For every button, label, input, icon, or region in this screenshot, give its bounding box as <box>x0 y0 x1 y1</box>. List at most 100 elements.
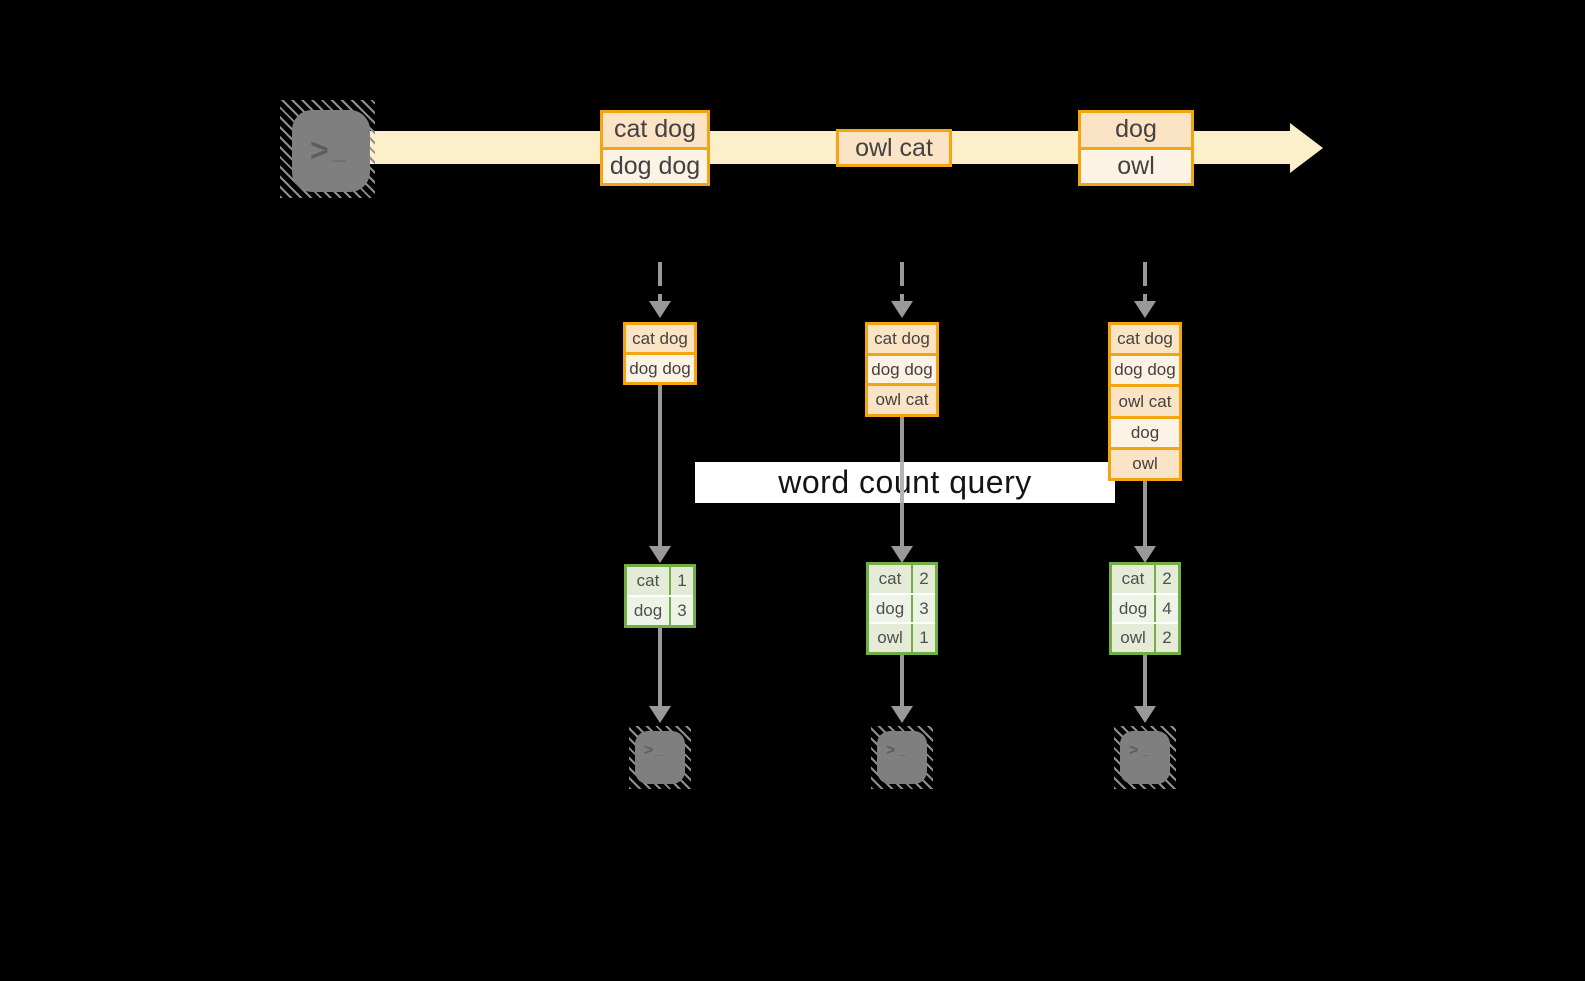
word-cell: cat <box>1112 565 1156 593</box>
count-cell: 3 <box>671 597 693 625</box>
buffer-stack-1: cat dog dog dog <box>623 322 697 385</box>
output-arrow-head-icon <box>891 706 913 723</box>
word-cell: owl <box>869 624 913 653</box>
record: owl cat <box>1111 387 1179 416</box>
record: owl cat <box>839 132 949 164</box>
word-cell: dog <box>1112 594 1156 623</box>
output-arrow-line <box>900 655 904 706</box>
query-arrow-line <box>658 385 662 546</box>
terminal-prompt-icon: >_ <box>886 742 906 759</box>
buffer-stack-3: cat dog dog dog owl cat dog owl <box>1108 322 1182 481</box>
record-text: dog dog <box>609 151 701 180</box>
sink-terminal-icon: >_ <box>629 726 691 789</box>
record: owl cat <box>868 386 936 415</box>
record-text: dog <box>1130 422 1160 442</box>
word-text: dog <box>875 598 905 618</box>
terminal-icon-body: >_ <box>877 731 927 784</box>
query-arrow-head-icon <box>649 546 671 563</box>
record-text: cat dog <box>874 328 930 348</box>
dashed-arrow-line <box>900 262 904 302</box>
word-text: cat <box>1121 568 1145 588</box>
record: dog <box>1111 418 1179 447</box>
word-cell: cat <box>869 565 913 593</box>
dashed-arrow-head-icon <box>891 301 913 318</box>
count-cell: 2 <box>1156 565 1178 593</box>
count-cell: 2 <box>913 565 935 593</box>
table-row: cat 2 <box>869 565 935 593</box>
word-text: dog <box>1118 598 1148 618</box>
count-text: 3 <box>677 601 687 620</box>
count-cell: 1 <box>671 567 693 595</box>
record-text: dog dog <box>1114 360 1176 380</box>
record-text: cat dog <box>1117 329 1173 349</box>
dashed-arrow-line <box>658 262 662 302</box>
record-text: owl cat <box>875 390 929 410</box>
count-text: 4 <box>1162 598 1172 618</box>
count-cell: 4 <box>1156 594 1178 623</box>
query-label: word count query <box>695 462 1115 503</box>
record-text: owl <box>1132 453 1158 473</box>
source-terminal-icon: >_ <box>280 100 375 198</box>
terminal-icon-body: >_ <box>292 110 370 192</box>
record: dog dog <box>868 355 936 384</box>
timeline-event-1: cat dog dog dog <box>600 110 710 186</box>
table-row: dog 3 <box>627 597 693 625</box>
record: dog dog <box>603 149 707 183</box>
count-cell: 3 <box>913 594 935 623</box>
word-cell: cat <box>627 567 671 595</box>
stream-timeline-arrowhead-icon <box>1290 123 1323 173</box>
word-text: cat <box>636 571 660 590</box>
query-label-text: word count query <box>778 464 1032 500</box>
query-arrow-line <box>900 417 904 462</box>
terminal-prompt-icon: >_ <box>1129 742 1149 759</box>
query-arrow-head-icon <box>891 546 913 563</box>
dashed-arrow-head-icon <box>1134 301 1156 318</box>
word-cell: dog <box>869 594 913 623</box>
terminal-prompt-icon: >_ <box>644 742 664 759</box>
count-text: 2 <box>1162 628 1172 648</box>
table-row: dog 4 <box>1112 594 1178 623</box>
record: dog dog <box>1111 356 1179 385</box>
count-table-1: cat 1 dog 3 <box>624 564 696 628</box>
record: dog <box>1081 113 1191 147</box>
word-text: owl <box>1120 628 1146 648</box>
count-cell: 1 <box>913 624 935 653</box>
record-text: dog <box>1115 115 1157 144</box>
timeline-event-2: owl cat <box>836 129 952 167</box>
dashed-arrow-head-icon <box>649 301 671 318</box>
buffer-stack-2: cat dog dog dog owl cat <box>865 322 939 417</box>
table-row: cat 2 <box>1112 565 1178 593</box>
table-row: cat 1 <box>627 567 693 595</box>
query-arrow-head-icon <box>1134 546 1156 563</box>
record: cat dog <box>868 325 936 353</box>
output-arrow-head-icon <box>1134 706 1156 723</box>
count-text: 2 <box>919 568 929 588</box>
sink-terminal-icon: >_ <box>1114 726 1176 789</box>
sink-terminal-icon: >_ <box>871 726 933 789</box>
terminal-icon-body: >_ <box>1120 731 1170 784</box>
count-table-2: cat 2 dog 3 owl 1 <box>866 562 938 655</box>
output-arrow-line <box>1143 655 1147 706</box>
query-arrow-line-over-label <box>900 462 904 503</box>
output-arrow-line <box>658 628 662 706</box>
record-text: owl <box>1117 151 1155 180</box>
timeline-event-3: dog owl <box>1078 110 1194 186</box>
count-text: 2 <box>1162 568 1172 588</box>
table-row: owl 2 <box>1112 624 1178 653</box>
record-text: cat dog <box>632 328 688 348</box>
count-text: 1 <box>919 628 929 648</box>
record: cat dog <box>603 113 707 147</box>
record: cat dog <box>1111 325 1179 354</box>
word-cell: owl <box>1112 624 1156 653</box>
record-text: owl cat <box>1118 391 1172 411</box>
record-text: dog dog <box>629 358 691 378</box>
word-text: dog <box>633 601 663 620</box>
count-cell: 2 <box>1156 624 1178 653</box>
record: dog dog <box>626 355 694 382</box>
record-text: dog dog <box>871 359 933 379</box>
record-text: cat dog <box>613 115 696 144</box>
table-row: owl 1 <box>869 624 935 653</box>
word-cell: dog <box>627 597 671 625</box>
record: cat dog <box>626 325 694 352</box>
